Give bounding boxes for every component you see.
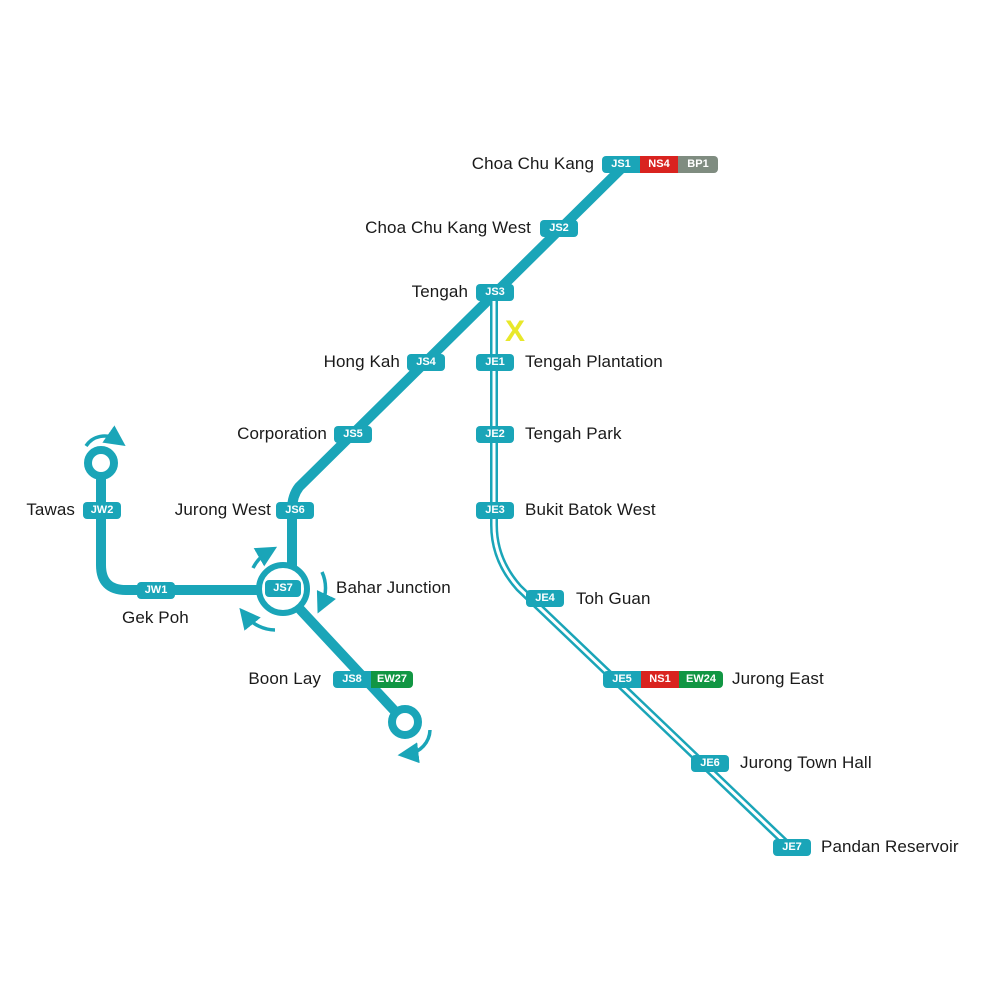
station-name-js4: Hong Kah bbox=[323, 352, 400, 371]
station-codes-js3: JS3 bbox=[476, 284, 514, 301]
code-jrl-je4: JE4 bbox=[526, 590, 564, 607]
bahar-arrow-top bbox=[251, 546, 278, 569]
tawas-loop-ring bbox=[84, 446, 118, 480]
code-nsl-je5: NS1 bbox=[641, 671, 679, 688]
station-codes-jw1: JW1 bbox=[137, 582, 175, 599]
code-jrl-js2: JS2 bbox=[540, 220, 578, 237]
station-name-jw1: Gek Poh bbox=[122, 608, 189, 627]
code-jrl-je5: JE5 bbox=[603, 671, 641, 688]
station-codes-js2: JS2 bbox=[540, 220, 578, 237]
station-name-js2: Choa Chu Kang West bbox=[365, 218, 531, 237]
station-codes-js6: JS6 bbox=[276, 502, 314, 519]
code-jrl-jw1: JW1 bbox=[137, 582, 175, 599]
station-name-js7: Bahar Junction bbox=[336, 578, 451, 597]
station-codes-js7: JS7 bbox=[265, 580, 301, 597]
bahar-arrow-bottom bbox=[239, 607, 276, 632]
code-jrl-je3: JE3 bbox=[476, 502, 514, 519]
station-codes-je6: JE6 bbox=[691, 755, 729, 772]
track-west-branch bbox=[96, 463, 287, 595]
boonlay-loop-ring bbox=[388, 705, 422, 739]
station-name-je2: Tengah Park bbox=[525, 424, 622, 443]
station-codes-je5: JE5 NS1 EW24 bbox=[603, 671, 723, 688]
station-name-js5: Corporation bbox=[237, 424, 327, 443]
closure-marker: X bbox=[505, 315, 526, 348]
code-jrl-je6: JE6 bbox=[691, 755, 729, 772]
code-jrl-js7: JS7 bbox=[265, 580, 301, 597]
tawas-loop-arrow bbox=[84, 425, 126, 448]
station-name-js8: Boon Lay bbox=[248, 669, 321, 688]
station-codes-je7: JE7 bbox=[773, 839, 811, 856]
code-ewl-js8: EW27 bbox=[371, 671, 413, 688]
station-codes-js4: JS4 bbox=[407, 354, 445, 371]
track-east-branch-inner bbox=[492, 291, 793, 850]
code-jrl-je2: JE2 bbox=[476, 426, 514, 443]
station-codes-js1: JS1 NS4 BP1 bbox=[602, 156, 718, 173]
station-name-je7: Pandan Reservoir bbox=[821, 837, 959, 856]
track-main-branch-south bbox=[277, 585, 410, 727]
station-name-je4: Toh Guan bbox=[576, 589, 651, 608]
station-codes-js5: JS5 bbox=[334, 426, 372, 443]
station-codes-jw2: JW2 bbox=[83, 502, 121, 519]
station-codes-js8: JS8 EW27 bbox=[333, 671, 413, 688]
station-codes-je2: JE2 bbox=[476, 426, 514, 443]
station-codes-je1: JE1 bbox=[476, 354, 514, 371]
station-name-js3: Tengah bbox=[411, 282, 468, 301]
boonlay-loop-arrow bbox=[397, 729, 432, 764]
station-name-jw2: Tawas bbox=[26, 500, 75, 519]
code-jrl-js8: JS8 bbox=[333, 671, 371, 688]
code-jrl-je7: JE7 bbox=[773, 839, 811, 856]
bahar-arrow-right bbox=[316, 571, 336, 614]
station-name-js6: Jurong West bbox=[174, 500, 271, 519]
code-jrl-je1: JE1 bbox=[476, 354, 514, 371]
station-codes-je3: JE3 bbox=[476, 502, 514, 519]
station-name-js1: Choa Chu Kang bbox=[471, 154, 594, 173]
station-name-je1: Tengah Plantation bbox=[525, 352, 663, 371]
code-jrl-js3: JS3 bbox=[476, 284, 514, 301]
code-jrl-js5: JS5 bbox=[334, 426, 372, 443]
station-codes-je4: JE4 bbox=[526, 590, 564, 607]
code-bpl-js1: BP1 bbox=[678, 156, 718, 173]
station-name-je5: Jurong East bbox=[732, 669, 824, 688]
code-jrl-jw2: JW2 bbox=[83, 502, 121, 519]
code-jrl-js1: JS1 bbox=[602, 156, 640, 173]
code-nsl-js1: NS4 bbox=[640, 156, 678, 173]
code-jrl-js4: JS4 bbox=[407, 354, 445, 371]
station-name-je3: Bukit Batok West bbox=[525, 500, 656, 519]
station-name-je6: Jurong Town Hall bbox=[740, 753, 872, 772]
code-ewl-je5: EW24 bbox=[679, 671, 723, 688]
code-jrl-js6: JS6 bbox=[276, 502, 314, 519]
